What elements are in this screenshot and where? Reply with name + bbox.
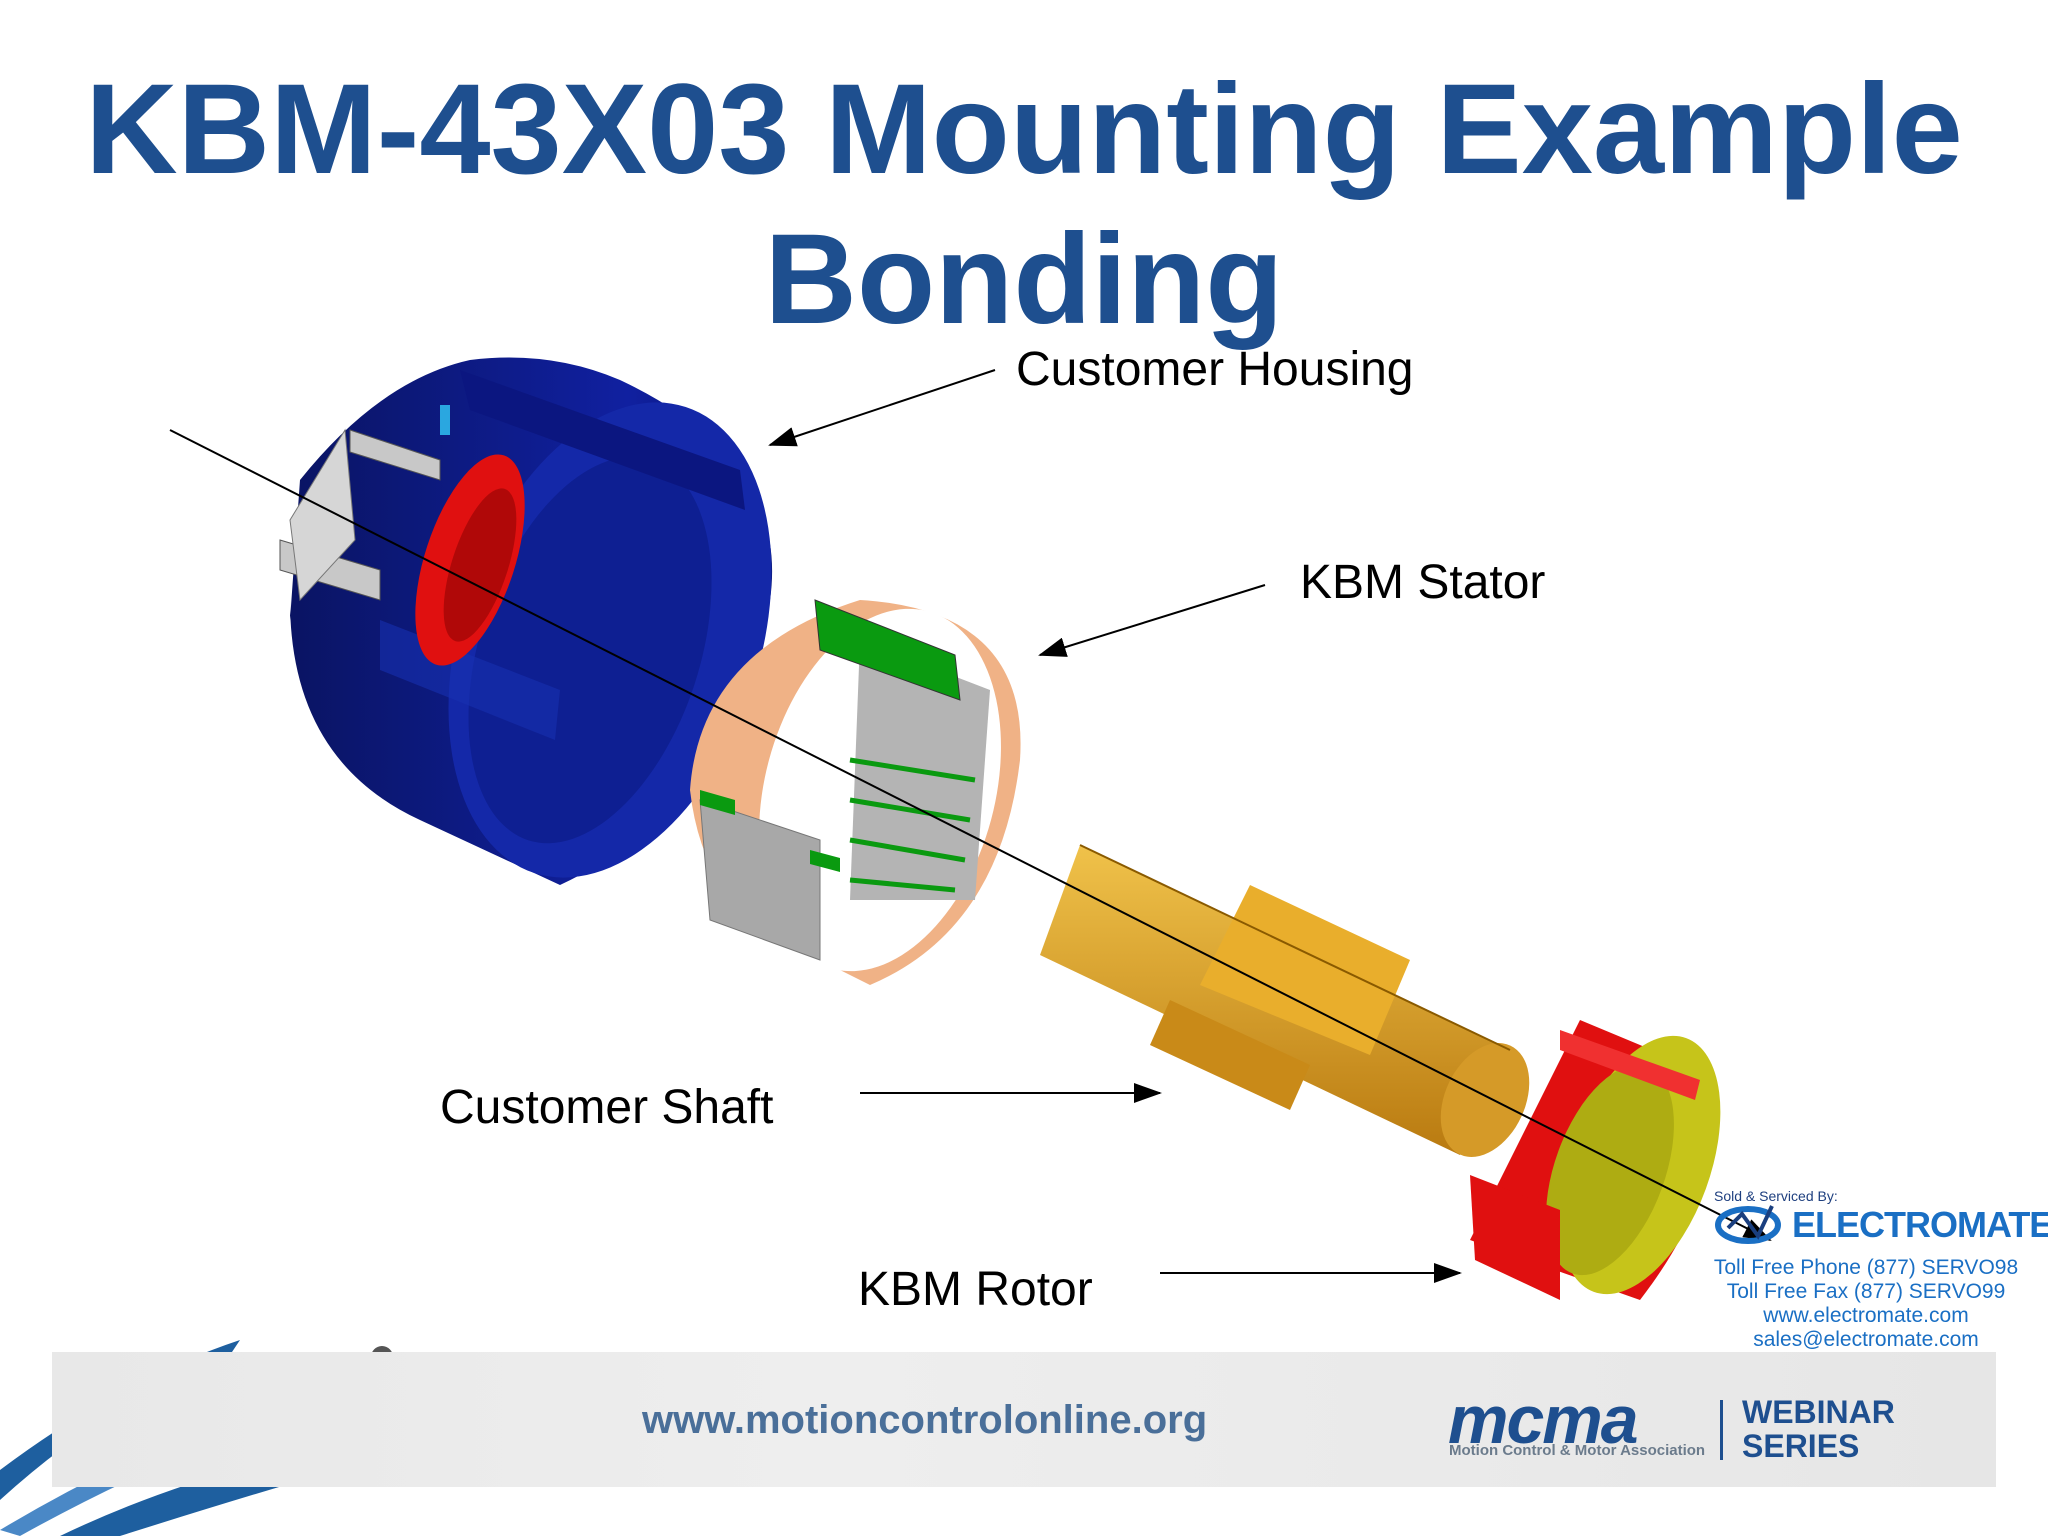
- axis-line: [169, 429, 1772, 1241]
- footer-divider: [1720, 1400, 1723, 1460]
- footer-banner: [52, 1352, 1996, 1487]
- kbm-stator-label: KBM Stator: [1300, 556, 1546, 609]
- kbm-rotor-part: [1470, 1020, 1721, 1300]
- vendor-contact-block: Toll Free Phone (877) SERVO98 Toll Free …: [1706, 1256, 2026, 1352]
- kbm-rotor-label: KBM Rotor: [858, 1263, 1093, 1316]
- footer-url-link[interactable]: www.motioncontrolonline.org: [642, 1398, 1208, 1442]
- stator-arrow: [1038, 584, 1266, 657]
- phone-text: Toll Free Phone (877) SERVO98: [1713, 1256, 2019, 1279]
- webinar-series-badge: WEBINAR SERIES: [1742, 1395, 1895, 1463]
- electromate-logo-icon: [1715, 1205, 1781, 1244]
- customer-housing-label: Customer Housing: [1016, 343, 1414, 396]
- customer-shaft-label: Customer Shaft: [440, 1081, 774, 1134]
- slide-title: KBM-43X03 Mounting Example Bonding: [0, 55, 2048, 355]
- fax-text: Toll Free Fax (877) SERVO99: [1726, 1280, 2006, 1303]
- series-line: SERIES: [1742, 1428, 1860, 1464]
- webinar-line: WEBINAR: [1742, 1394, 1895, 1430]
- mcma-logo-word: mcma: [1448, 1382, 1639, 1458]
- housing-arrow: [768, 369, 996, 447]
- electromate-name: ELECTROMATE: [1792, 1204, 2048, 1245]
- title-line-1: KBM-43X03 Mounting Example: [85, 58, 1963, 201]
- vendor-website-link[interactable]: www.electromate.com: [1763, 1304, 1969, 1327]
- vendor-email-link[interactable]: sales@electromate.com: [1753, 1328, 1979, 1351]
- mcma-logo-subtitle: Motion Control & Motor Association: [1449, 1442, 1706, 1459]
- sold-by-text: Sold & Serviced By:: [1714, 1188, 1838, 1204]
- title-line-2: Bonding: [764, 208, 1284, 351]
- kbm-stator-part: [690, 599, 1021, 985]
- customer-shaft-part: [1040, 844, 1530, 1157]
- customer-housing-part: [279, 357, 773, 885]
